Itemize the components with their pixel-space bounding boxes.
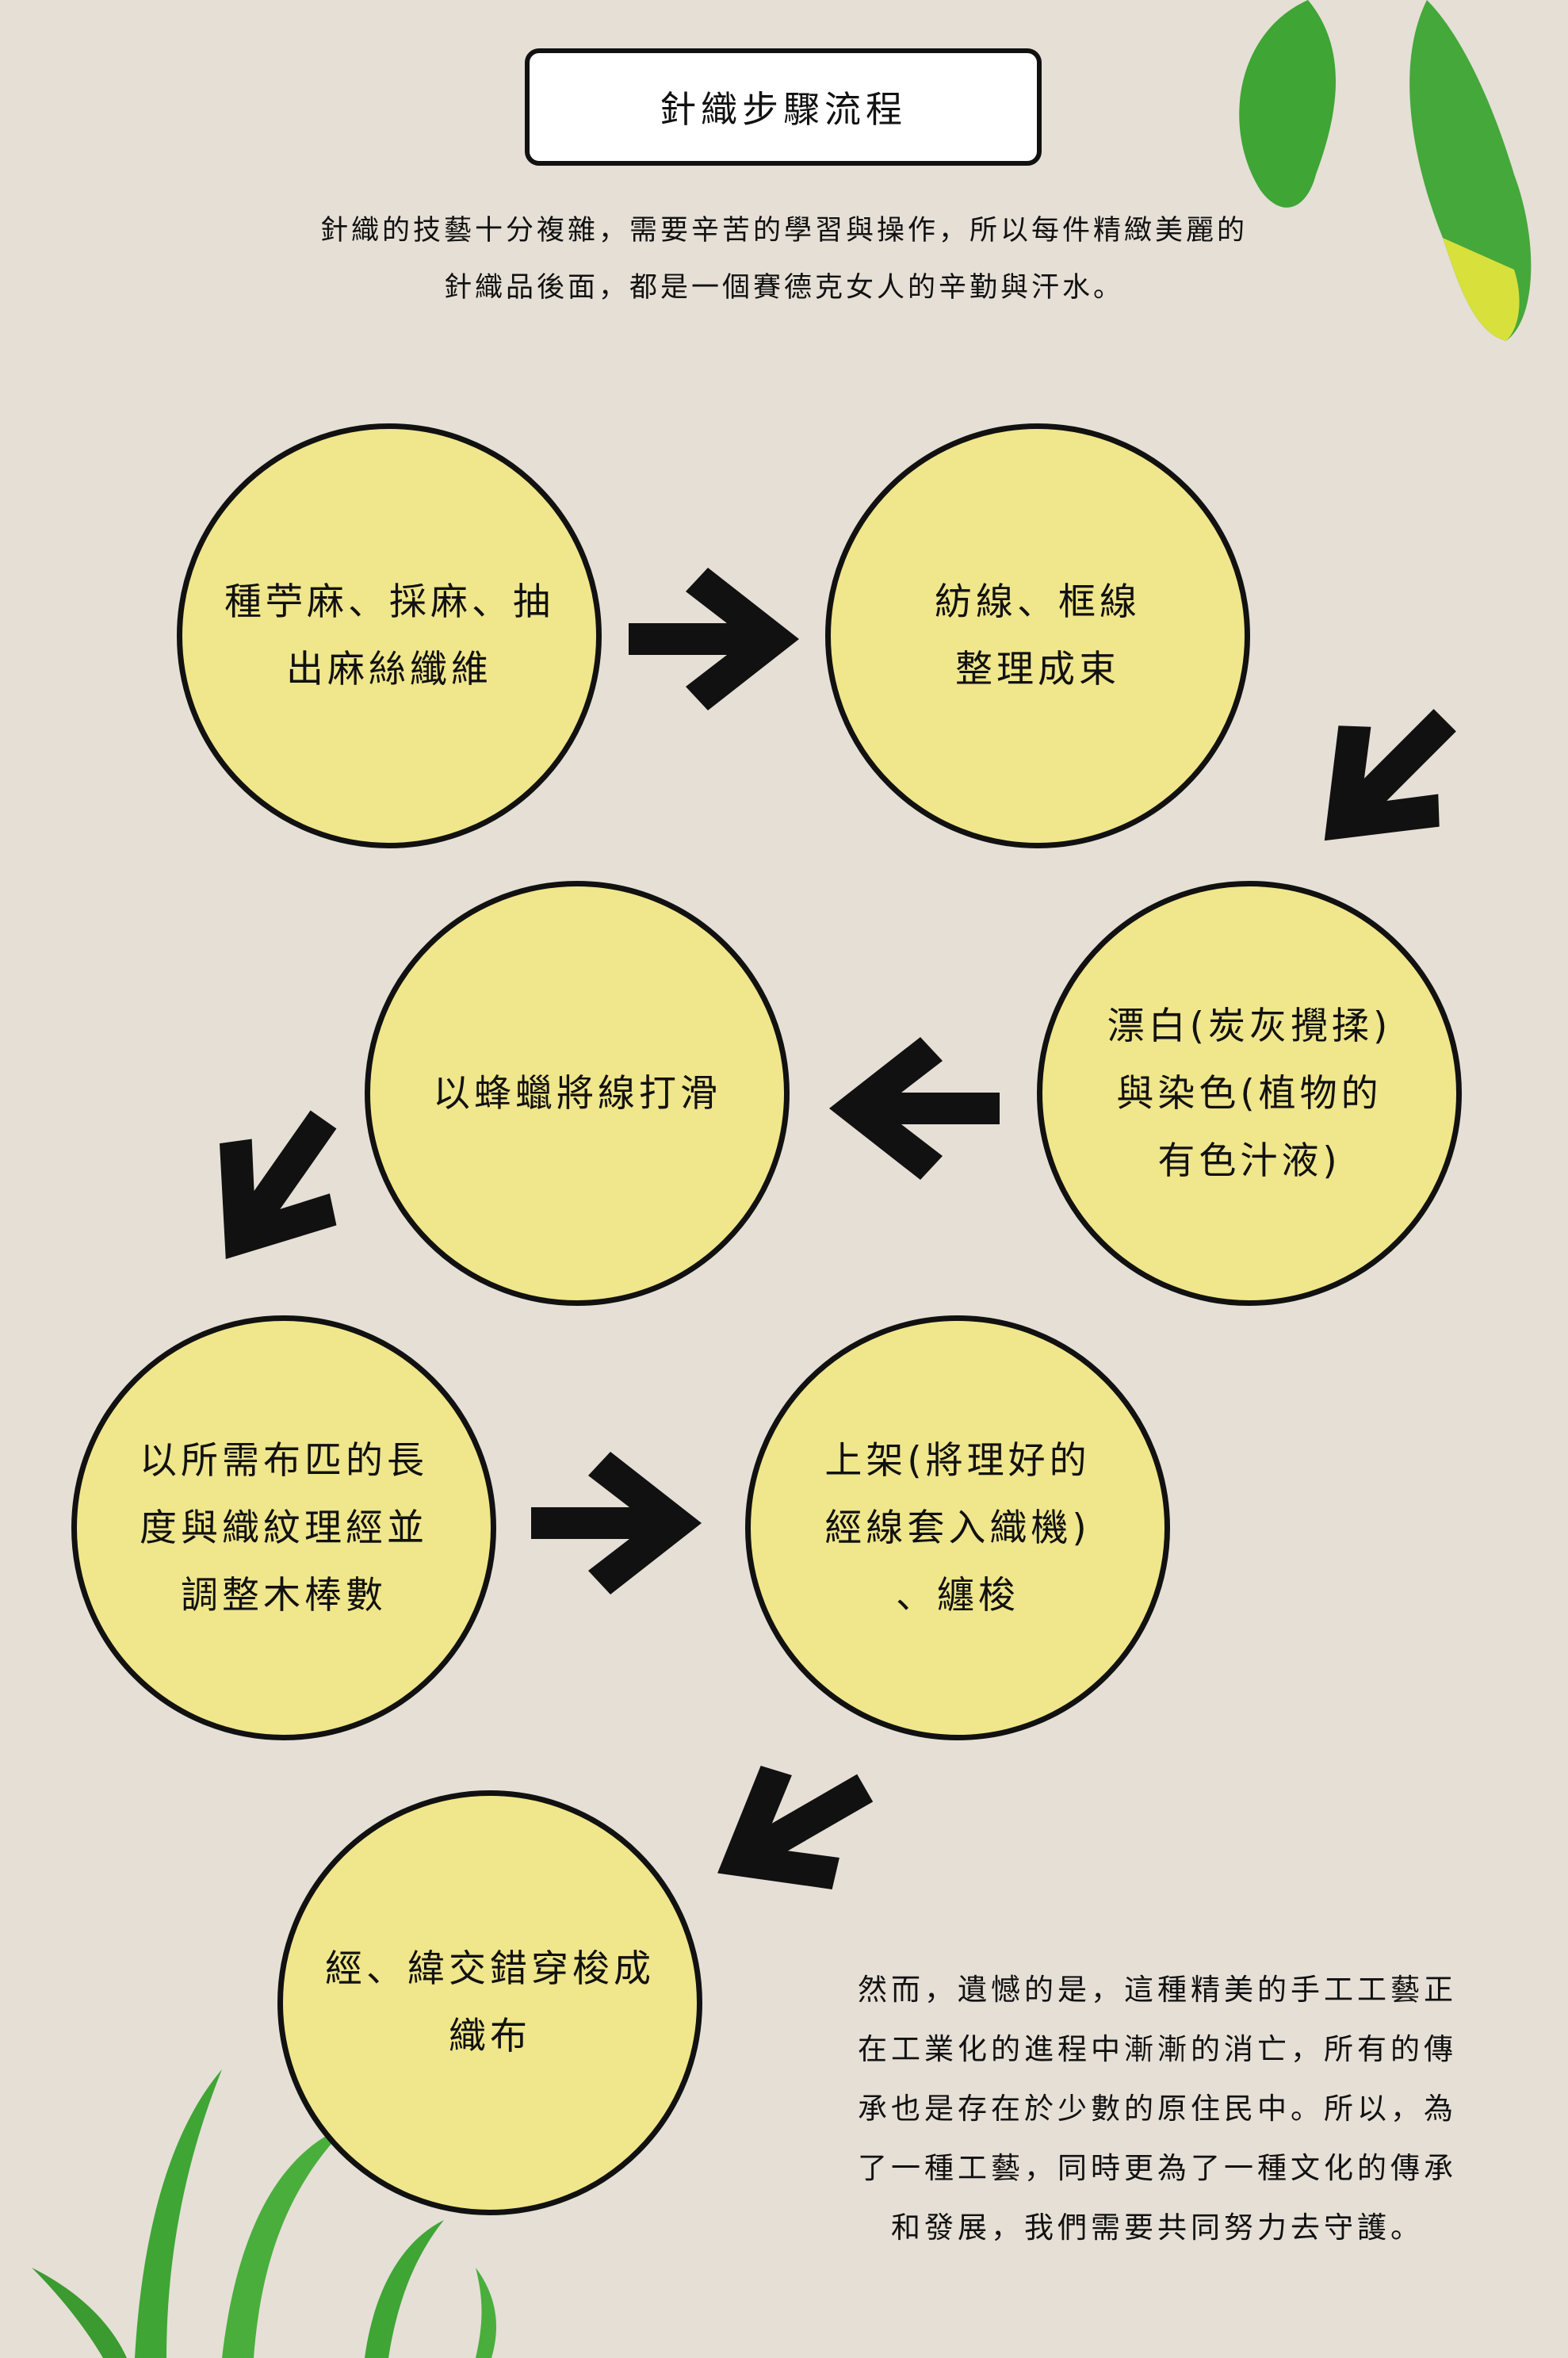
step-text: 出麻絲纖維 (286, 648, 492, 691)
step-2-circle: 紡線、框線 整理成束 (825, 423, 1250, 848)
arrow-right-icon (531, 1452, 702, 1594)
outro-line: 在工業化的進程中漸漸的消亡，所有的傳 (858, 2032, 1457, 2066)
plant-decoration-bottom (32, 2069, 496, 2358)
step-text: 整理成束 (955, 648, 1120, 691)
outro-line: 了一種工藝，同時更為了一種文化的傳承 (858, 2151, 1457, 2185)
step-7-circle: 經、緯交錯穿梭成 織布 (277, 1790, 702, 2215)
outro-line: 承也是存在於少數的原住民中。所以，為 (858, 2092, 1457, 2126)
step-1-circle: 種苧麻、採麻、抽 出麻絲纖維 (177, 423, 602, 848)
step-text: 有色汁液) (1157, 1139, 1341, 1183)
step-text: 調整木棒數 (181, 1573, 387, 1617)
step-text: 、纏梭 (896, 1573, 1019, 1617)
step-text: 漂白(炭灰攪揉) (1107, 1004, 1392, 1048)
step-text: 上架(將理好的 (824, 1438, 1091, 1483)
outro-line: 和發展，我們需要共同努力去守護。 (891, 2211, 1424, 2245)
step-text: 織布 (449, 2015, 531, 2058)
arrow-left-icon (829, 1037, 1000, 1180)
arrow-down-left-icon (167, 1078, 382, 1300)
arrow-down-left-icon (1274, 669, 1496, 891)
arrow-right-icon (629, 568, 799, 710)
step-text: 度與織紋理經並 (140, 1506, 428, 1550)
step-text: 種苧麻、採麻、抽 (224, 580, 554, 624)
outro-paragraph: 然而，遺憾的是，這種精美的手工工藝正 在工業化的進程中漸漸的消亡，所有的傳 承也… (840, 1960, 1474, 2257)
outro-line: 然而，遺憾的是，這種精美的手工工藝正 (858, 1973, 1457, 2007)
step-5-circle: 以所需布匹的長 度與織紋理經並 調整木棒數 (71, 1315, 496, 1740)
step-text: 與染色(植物的 (1116, 1071, 1383, 1116)
step-6-circle: 上架(將理好的 經線套入織機) 、纏梭 (745, 1315, 1170, 1740)
page-title: 針織步驟流程 (525, 48, 1042, 166)
step-text: 以所需布匹的長 (140, 1438, 428, 1483)
step-text: 經線套入織機) (824, 1506, 1091, 1550)
step-text: 以蜂蠟將線打滑 (433, 1071, 721, 1116)
leaf-decoration-top (1239, 0, 1532, 341)
step-4-circle: 以蜂蠟將線打滑 (365, 881, 790, 1306)
step-3-circle: 漂白(炭灰攪揉) 與染色(植物的 有色汁液) (1037, 881, 1462, 1306)
intro-line-2: 針織品後面，都是一個賽德克女人的辛勤與汗水。 (443, 272, 1124, 304)
step-text: 經、緯交錯穿梭成 (325, 1947, 655, 1991)
intro-line-1: 針織的技藝十分複雜，需要辛苦的學習與操作，所以每件精緻美麗的 (319, 215, 1248, 247)
arrow-down-left-icon (682, 1726, 901, 1935)
step-text: 紡線、框線 (935, 580, 1141, 624)
